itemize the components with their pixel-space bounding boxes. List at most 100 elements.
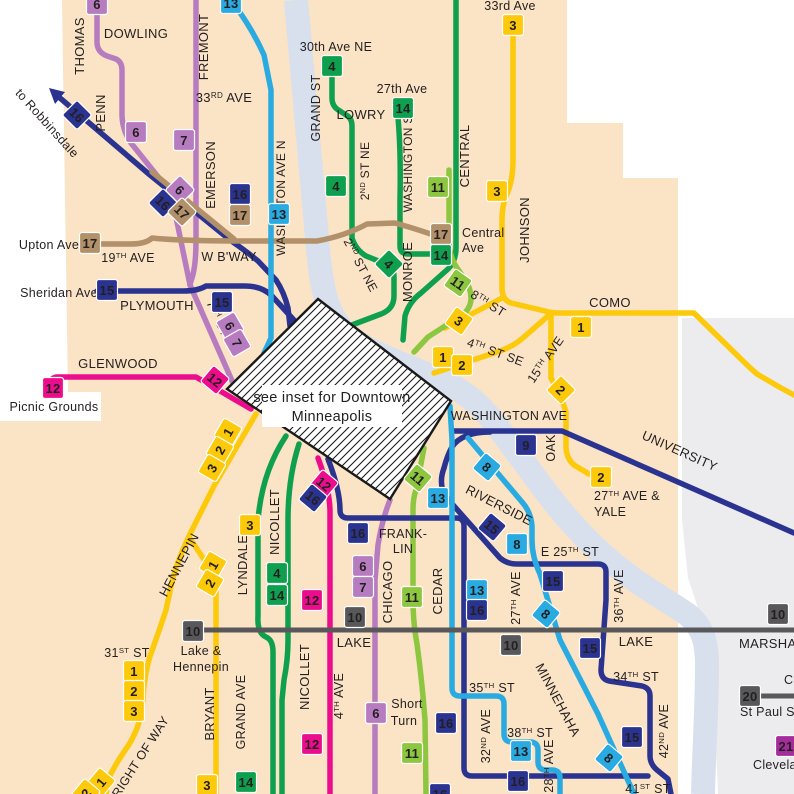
route-badge-17: 17 [167,197,197,227]
route-badge-10: 10 [343,605,367,629]
svg-text:15: 15 [624,730,639,745]
svg-text:16: 16 [432,787,447,794]
street-label: 27TH AVE [509,571,524,625]
mississippi-river [284,0,720,794]
street-label: THOMAS [72,17,87,74]
route-badge-8: 8 [594,743,624,773]
route-badge-9: 9 [514,433,538,457]
route-central [400,0,459,343]
street-label: 41ST ST [625,782,670,794]
svg-text:3: 3 [509,18,517,33]
street-label: Picnic Grounds [10,400,99,414]
route-badge-4: 4 [265,561,289,585]
route-badge-15: 15 [620,725,644,749]
svg-text:7: 7 [359,580,367,595]
street-label: 4TH AVE [332,673,347,719]
route-badge-17: 17 [429,222,453,246]
route-4-grand-north [329,74,397,334]
route-badge-2: 2 [71,778,101,794]
route-badge-17: 17 [78,231,102,255]
street-label: Lake & [181,644,222,658]
svg-text:12: 12 [304,737,319,752]
route-badge-15: 15 [95,278,119,302]
route-badge-11: 11 [426,175,450,199]
route-badge-13: 13 [426,486,450,510]
route-badge-16: 16 [298,483,328,513]
svg-text:17: 17 [433,227,448,242]
street-label: 36TH AVE [612,569,627,623]
route-badge-11: 11 [400,585,424,609]
route-badge-12: 12 [41,376,65,400]
svg-text:3: 3 [493,184,501,199]
street-label: EMERSON [203,141,218,209]
street-label: 2ND ST NE [358,142,373,201]
street-label: 19TH AVE [101,251,155,266]
route-badge-10: 10 [499,633,523,657]
route-badge-8: 8 [472,452,502,482]
svg-text:10: 10 [347,610,362,625]
svg-text:3: 3 [246,518,254,533]
route-badge-16: 16 [506,769,530,793]
route-badge-16: 16 [434,711,458,735]
route-6-short-turn [372,497,393,794]
svg-text:2: 2 [130,684,138,699]
svg-text:15: 15 [214,295,229,310]
route-badge-10: 10 [181,619,205,643]
svg-text:20: 20 [742,689,757,704]
route-badge-2: 2 [589,465,613,489]
svg-text:15: 15 [582,641,597,656]
street-label: DOWLING [104,26,168,41]
street-label: W B'WAY [201,250,257,264]
street-label: 33RD AVE [196,90,252,105]
svg-text:13: 13 [469,583,484,598]
svg-text:13: 13 [430,491,445,506]
route-badge-13: 13 [509,739,533,763]
street-label: LAKE [619,634,653,649]
route-4-nicollet-south [279,441,302,794]
street-label: GRAND AVE [234,675,248,750]
street-label: 32ND AVE [479,709,494,763]
svg-text:12: 12 [45,381,60,396]
street-label: 27TH AVE & [594,489,660,504]
svg-text:14: 14 [433,248,449,263]
street-label: MONROE [400,242,415,302]
route-badge-1: 1 [431,345,455,369]
street-label: LYNDALE [235,535,250,595]
route-4th-st-se [431,313,551,376]
route-8-riverside-minnehaha [465,435,637,794]
route-16-franklin-south [325,456,651,779]
street-label: Hennepin [173,660,229,674]
street-label: JOHNSON [517,197,532,263]
route-badge-7: 7 [172,128,196,152]
svg-text:16: 16 [302,488,323,509]
street-label: GLENWOOD [78,356,158,371]
street-label: CENTRAL [457,125,472,188]
street-label: 27th Ave [377,82,428,96]
route-badge-2: 2 [195,568,225,598]
svg-text:21: 21 [778,739,793,754]
street-label: PENN [93,94,108,131]
svg-text:11: 11 [405,590,419,605]
svg-text:4: 4 [328,59,336,74]
svg-text:13: 13 [271,207,286,222]
svg-text:16: 16 [232,187,247,202]
svg-text:6: 6 [93,0,101,12]
route-badge-15: 15 [578,636,602,660]
svg-text:16: 16 [350,526,365,541]
route-badge-13: 13 [267,202,291,226]
street-label: WASHINGTON ST [401,107,415,212]
svg-text:14: 14 [395,101,411,116]
route-17-broadway-diag [149,169,237,242]
route-badge-12: 12 [300,732,324,756]
route-badge-3: 3 [485,179,509,203]
svg-text:10: 10 [185,624,200,639]
route-badge-16: 16 [465,598,489,622]
route-badge-6: 6 [364,701,388,725]
route-badge-7: 7 [222,328,252,358]
svg-text:10: 10 [770,607,785,622]
street-label: 33rd Ave [484,0,536,13]
street-label: FREMONT [196,14,211,80]
svg-text:10: 10 [503,638,518,653]
route-badge-4: 4 [374,249,404,279]
